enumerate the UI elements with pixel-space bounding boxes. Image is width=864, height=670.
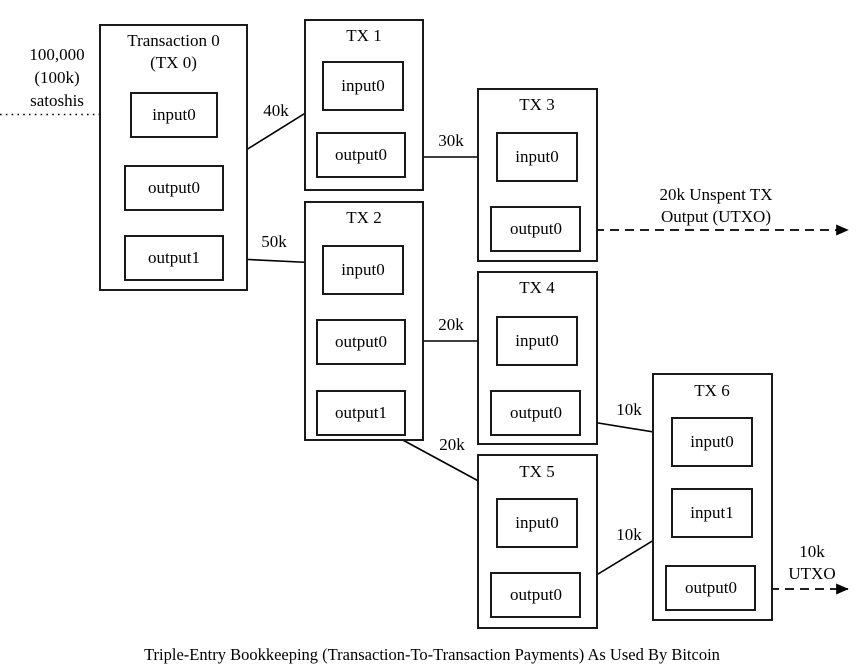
slot-tx5-output0[interactable]: output0 xyxy=(490,572,581,618)
transaction-box-tx4[interactable]: TX 4 input0 output0 xyxy=(477,271,598,445)
slot-tx4-output0[interactable]: output0 xyxy=(490,390,581,436)
transaction-box-tx2[interactable]: TX 2 input0 output0 output1 xyxy=(304,201,424,441)
slot-tx3-output0[interactable]: output0 xyxy=(490,206,581,252)
utxo-note-top-line1: 20k Unspent TX xyxy=(659,185,772,204)
slot-label-tx4-input0: input0 xyxy=(515,331,558,350)
slot-label-tx0-output0: output0 xyxy=(148,178,200,197)
slot-tx1-output0[interactable]: output0 xyxy=(316,132,406,178)
utxo-note-bottom: 10k UTXO xyxy=(788,542,835,583)
tx1-title: TX 1 xyxy=(346,26,381,45)
slot-tx5-input0[interactable]: input0 xyxy=(496,498,578,548)
tx4-title: TX 4 xyxy=(519,278,555,297)
slot-tx6-input1[interactable]: input1 xyxy=(671,488,753,538)
slot-label-tx4-output0: output0 xyxy=(510,403,562,422)
amount-label-10k-tx6in0: 10k xyxy=(616,400,642,419)
slot-tx2-output0[interactable]: output0 xyxy=(316,319,406,365)
amount-label-50k: 50k xyxy=(261,232,287,251)
utxo-note-top: 20k Unspent TX Output (UTXO) xyxy=(659,185,772,226)
funding-note-line2: (100k) xyxy=(34,68,79,87)
tx5-title: TX 5 xyxy=(519,462,554,481)
slot-label-tx6-input1: input1 xyxy=(690,503,733,522)
slot-label-tx3-input0: input0 xyxy=(515,147,558,166)
transaction-box-tx6[interactable]: TX 6 input0 input1 output0 xyxy=(652,373,773,621)
transaction-box-tx1[interactable]: TX 1 input0 output0 xyxy=(304,19,424,191)
slot-tx0-input0[interactable]: input0 xyxy=(130,92,218,138)
utxo-note-bottom-line1: 10k xyxy=(799,542,825,561)
tx2-title: TX 2 xyxy=(346,208,381,227)
tx0-title-line1: Transaction 0 xyxy=(127,31,219,50)
slot-tx2-input0[interactable]: input0 xyxy=(322,245,404,295)
slot-tx6-output0[interactable]: output0 xyxy=(665,565,756,611)
slot-label-tx5-input0: input0 xyxy=(515,513,558,532)
amount-label-10k-tx6in1: 10k xyxy=(616,525,642,544)
slot-label-tx5-output0: output0 xyxy=(510,585,562,604)
slot-tx2-output1[interactable]: output1 xyxy=(316,390,406,436)
slot-tx0-output1[interactable]: output1 xyxy=(124,235,224,281)
transaction-box-tx5[interactable]: TX 5 input0 output0 xyxy=(477,454,598,629)
funding-note-line1: 100,000 xyxy=(29,45,84,64)
slot-label-tx3-output0: output0 xyxy=(510,219,562,238)
transaction-box-tx3[interactable]: TX 3 input0 output0 xyxy=(477,88,598,262)
tx0-title-line2: (TX 0) xyxy=(150,53,197,72)
slot-label-tx1-input0: input0 xyxy=(341,76,384,95)
slot-label-tx1-output0: output0 xyxy=(335,145,387,164)
funding-note: 100,000 (100k) satoshis xyxy=(29,45,84,110)
utxo-note-bottom-line2: UTXO xyxy=(788,564,835,583)
slot-label-tx6-output0: output0 xyxy=(685,578,737,597)
amount-label-20k-tx5: 20k xyxy=(439,435,465,454)
transaction-box-tx0[interactable]: Transaction 0 (TX 0) input0 output0 outp… xyxy=(99,24,248,291)
amount-label-30k: 30k xyxy=(438,131,464,150)
slot-tx3-input0[interactable]: input0 xyxy=(496,132,578,182)
slot-label-tx2-output0: output0 xyxy=(335,332,387,351)
slot-label-tx2-output1: output1 xyxy=(335,403,387,422)
slot-tx0-output0[interactable]: output0 xyxy=(124,165,224,211)
slot-label-tx2-input0: input0 xyxy=(341,260,384,279)
slot-tx6-input0[interactable]: input0 xyxy=(671,417,753,467)
amount-label-20k-tx4: 20k xyxy=(438,315,464,334)
slot-label-tx6-input0: input0 xyxy=(690,432,733,451)
slot-label-tx0-input0: input0 xyxy=(152,105,195,124)
slot-label-tx0-output1: output1 xyxy=(148,248,200,267)
tx3-title: TX 3 xyxy=(519,95,554,114)
amount-label-40k: 40k xyxy=(263,101,289,120)
tx6-title: TX 6 xyxy=(694,381,729,400)
slot-tx4-input0[interactable]: input0 xyxy=(496,316,578,366)
slot-tx1-input0[interactable]: input0 xyxy=(322,61,404,111)
figure-caption: Triple-Entry Bookkeeping (Transaction-To… xyxy=(144,645,720,664)
utxo-note-top-line2: Output (UTXO) xyxy=(661,207,771,226)
funding-note-line3: satoshis xyxy=(30,91,84,110)
